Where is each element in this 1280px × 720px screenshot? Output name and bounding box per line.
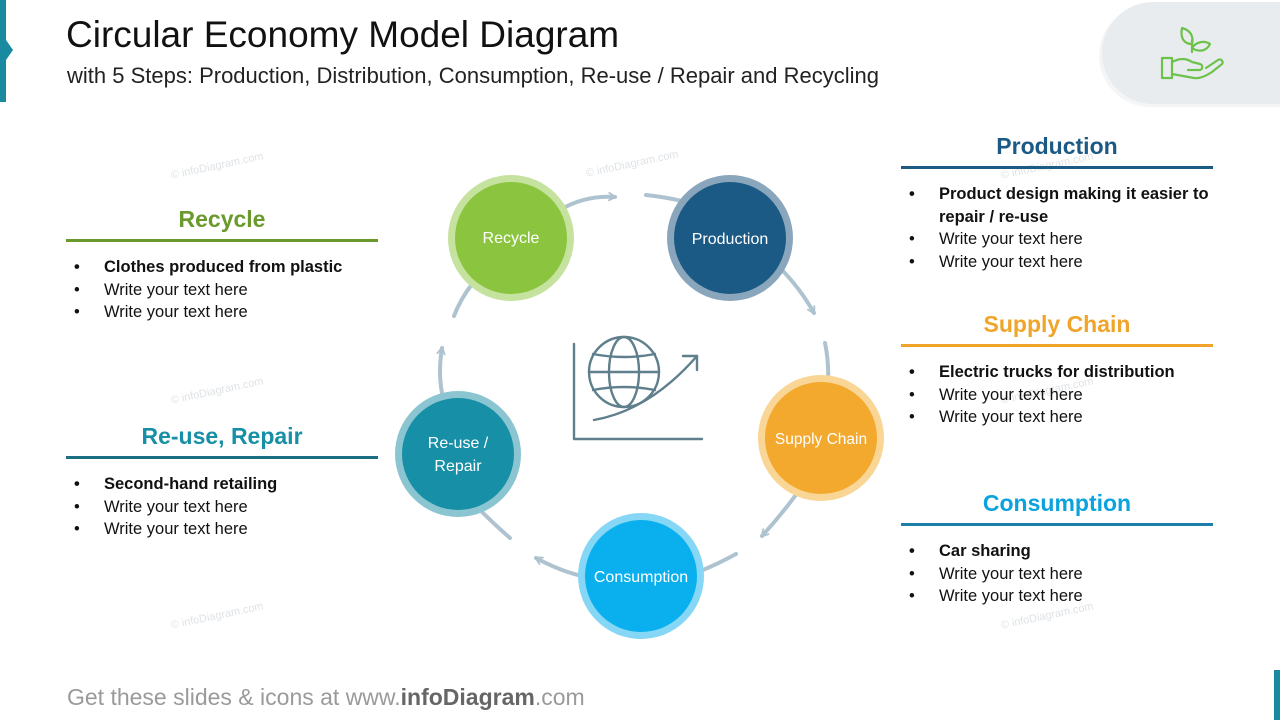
right-accent-bar bbox=[1274, 670, 1280, 720]
step-label-reuse: Re-use / bbox=[428, 435, 489, 452]
footer-prefix: Get these slides & icons at www. bbox=[67, 684, 401, 710]
panel-title-reuse-repair: Re-use, Repair bbox=[141, 423, 303, 449]
footer-credit: Get these slides & icons at www.infoDiag… bbox=[67, 684, 585, 711]
list-item: Car sharing bbox=[901, 540, 1213, 563]
panel-supply-chain: Supply Chain Electric trucks for distrib… bbox=[901, 311, 1213, 429]
icon-badge bbox=[1102, 2, 1280, 104]
footer-brand: infoDiagram bbox=[400, 684, 535, 710]
panel-production: Production Product design making it easi… bbox=[901, 133, 1213, 273]
footer-suffix: .com bbox=[534, 684, 585, 710]
list-item: Second-hand retailing bbox=[66, 473, 378, 496]
list-item: Write your text here bbox=[66, 279, 378, 302]
list-item: Write your text here bbox=[901, 251, 1213, 274]
list-item: Write your text here bbox=[901, 228, 1213, 251]
panel-list: Electric trucks for distribution Write y… bbox=[901, 361, 1213, 429]
panel-title-consumption: Consumption bbox=[982, 490, 1132, 516]
panel-title-production: Production bbox=[996, 133, 1118, 159]
arrow-consumption-connector bbox=[696, 552, 738, 574]
list-item: Clothes produced from plastic bbox=[66, 256, 378, 279]
panel-title-supply-chain: Supply Chain bbox=[983, 311, 1131, 337]
step-label-consumption: Consumption bbox=[594, 569, 688, 586]
page-subtitle: with 5 Steps: Production, Distribution, … bbox=[67, 63, 879, 88]
page-title: Circular Economy Model Diagram bbox=[66, 14, 620, 55]
step-label-supply-chain: Supply Chain bbox=[775, 431, 867, 448]
step-consumption: Consumption bbox=[578, 513, 704, 639]
panel-list: Second-hand retailing Write your text he… bbox=[66, 473, 378, 541]
panel-rule bbox=[901, 344, 1213, 347]
step-label-repair: Repair bbox=[434, 458, 482, 475]
list-item: Write your text here bbox=[66, 301, 378, 324]
list-item: Electric trucks for distribution bbox=[901, 361, 1213, 384]
step-label-recycle: Recycle bbox=[483, 230, 540, 247]
step-reuse-repair: Re-use / Repair bbox=[395, 391, 521, 517]
panel-consumption: Consumption Car sharing Write your text … bbox=[901, 490, 1213, 608]
list-item: Write your text here bbox=[66, 518, 378, 541]
panel-rule bbox=[66, 456, 378, 459]
panel-rule bbox=[66, 239, 378, 242]
panel-list: Car sharing Write your text here Write y… bbox=[901, 540, 1213, 608]
hand-leaves-icon bbox=[1160, 26, 1224, 80]
arrow-recycle-to-production bbox=[558, 197, 617, 212]
panel-list: Product design making it easier to repai… bbox=[901, 183, 1213, 273]
arrow-production-to-supply bbox=[778, 266, 816, 315]
step-label-production: Production bbox=[692, 231, 769, 248]
arrow-reuse-connector bbox=[478, 508, 512, 540]
left-accent-bar bbox=[0, 0, 6, 102]
arrow-supply-to-consumption bbox=[760, 490, 800, 538]
arrow-consumption-to-reuse bbox=[534, 556, 584, 578]
panel-rule bbox=[901, 523, 1213, 526]
list-item: Product design making it easier to repai… bbox=[901, 183, 1213, 228]
arrow-recycle-connector bbox=[452, 282, 474, 318]
list-item: Write your text here bbox=[901, 585, 1213, 608]
list-item: Write your text here bbox=[66, 496, 378, 519]
list-item: Write your text here bbox=[901, 406, 1213, 429]
list-item: Write your text here bbox=[901, 563, 1213, 586]
panel-reuse-repair: Re-use, Repair Second-hand retailing Wri… bbox=[66, 423, 378, 541]
left-accent-notch bbox=[6, 40, 13, 60]
panel-list: Clothes produced from plastic Write your… bbox=[66, 256, 378, 324]
panel-rule bbox=[901, 166, 1213, 169]
step-recycle: Recycle bbox=[448, 175, 574, 301]
step-production: Production bbox=[667, 175, 793, 301]
step-supply-chain: Supply Chain bbox=[758, 375, 884, 501]
panel-title-recycle: Recycle bbox=[178, 206, 266, 232]
globe-growth-chart-icon bbox=[572, 335, 704, 441]
arrow-reuse-to-recycle bbox=[440, 346, 442, 395]
list-item: Write your text here bbox=[901, 384, 1213, 407]
panel-recycle: Recycle Clothes produced from plastic Wr… bbox=[66, 206, 378, 324]
